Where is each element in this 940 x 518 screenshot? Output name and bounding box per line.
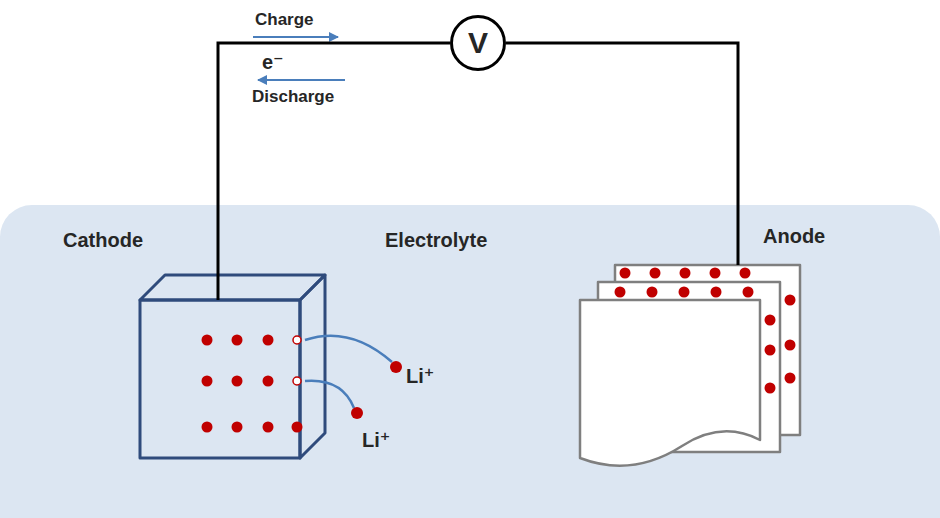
text-holder: V: [468, 26, 488, 60]
text-holder: Anode: [763, 225, 825, 248]
label-holder: Li⁺: [362, 428, 390, 452]
label-holder: Charge: [255, 10, 314, 30]
anode-graphite-sheets: [580, 265, 800, 466]
cathode-block: Cathode: [140, 300, 300, 458]
text-holder: Cathode: [63, 229, 143, 252]
charge-arrow: [253, 36, 338, 38]
cathode-cube: [140, 275, 325, 458]
meter-symbol: V: [468, 26, 488, 59]
label-holder: e⁻: [262, 50, 284, 74]
voltmeter: V: [450, 15, 506, 71]
ion-label: Li⁺: [406, 365, 434, 387]
ion-label: Li⁺: [362, 429, 390, 451]
discharge-label: Discharge: [252, 87, 334, 106]
anode-lithium-atoms: [615, 268, 796, 394]
charge-label: Charge: [255, 10, 314, 29]
anode-sheets: Anode: [580, 265, 800, 470]
electron-label: e⁻: [262, 51, 284, 73]
label-holder: Discharge: [252, 87, 334, 107]
cathode-lithium-sites: [202, 335, 303, 433]
component-name: Electrolyte: [385, 229, 487, 251]
component-name: Cathode: [63, 229, 143, 251]
wire: [218, 43, 450, 300]
electrolyte-region: CathodeAnodeElectrolyte: [0, 205, 940, 518]
component-name: Anode: [763, 225, 825, 247]
text-holder: Electrolyte: [385, 229, 487, 252]
label-holder: Li⁺: [406, 364, 434, 388]
lithium-ion-paths: [305, 336, 392, 408]
discharge-arrow: [258, 79, 345, 81]
wire: [506, 43, 738, 265]
lithium-ions: [351, 361, 402, 419]
